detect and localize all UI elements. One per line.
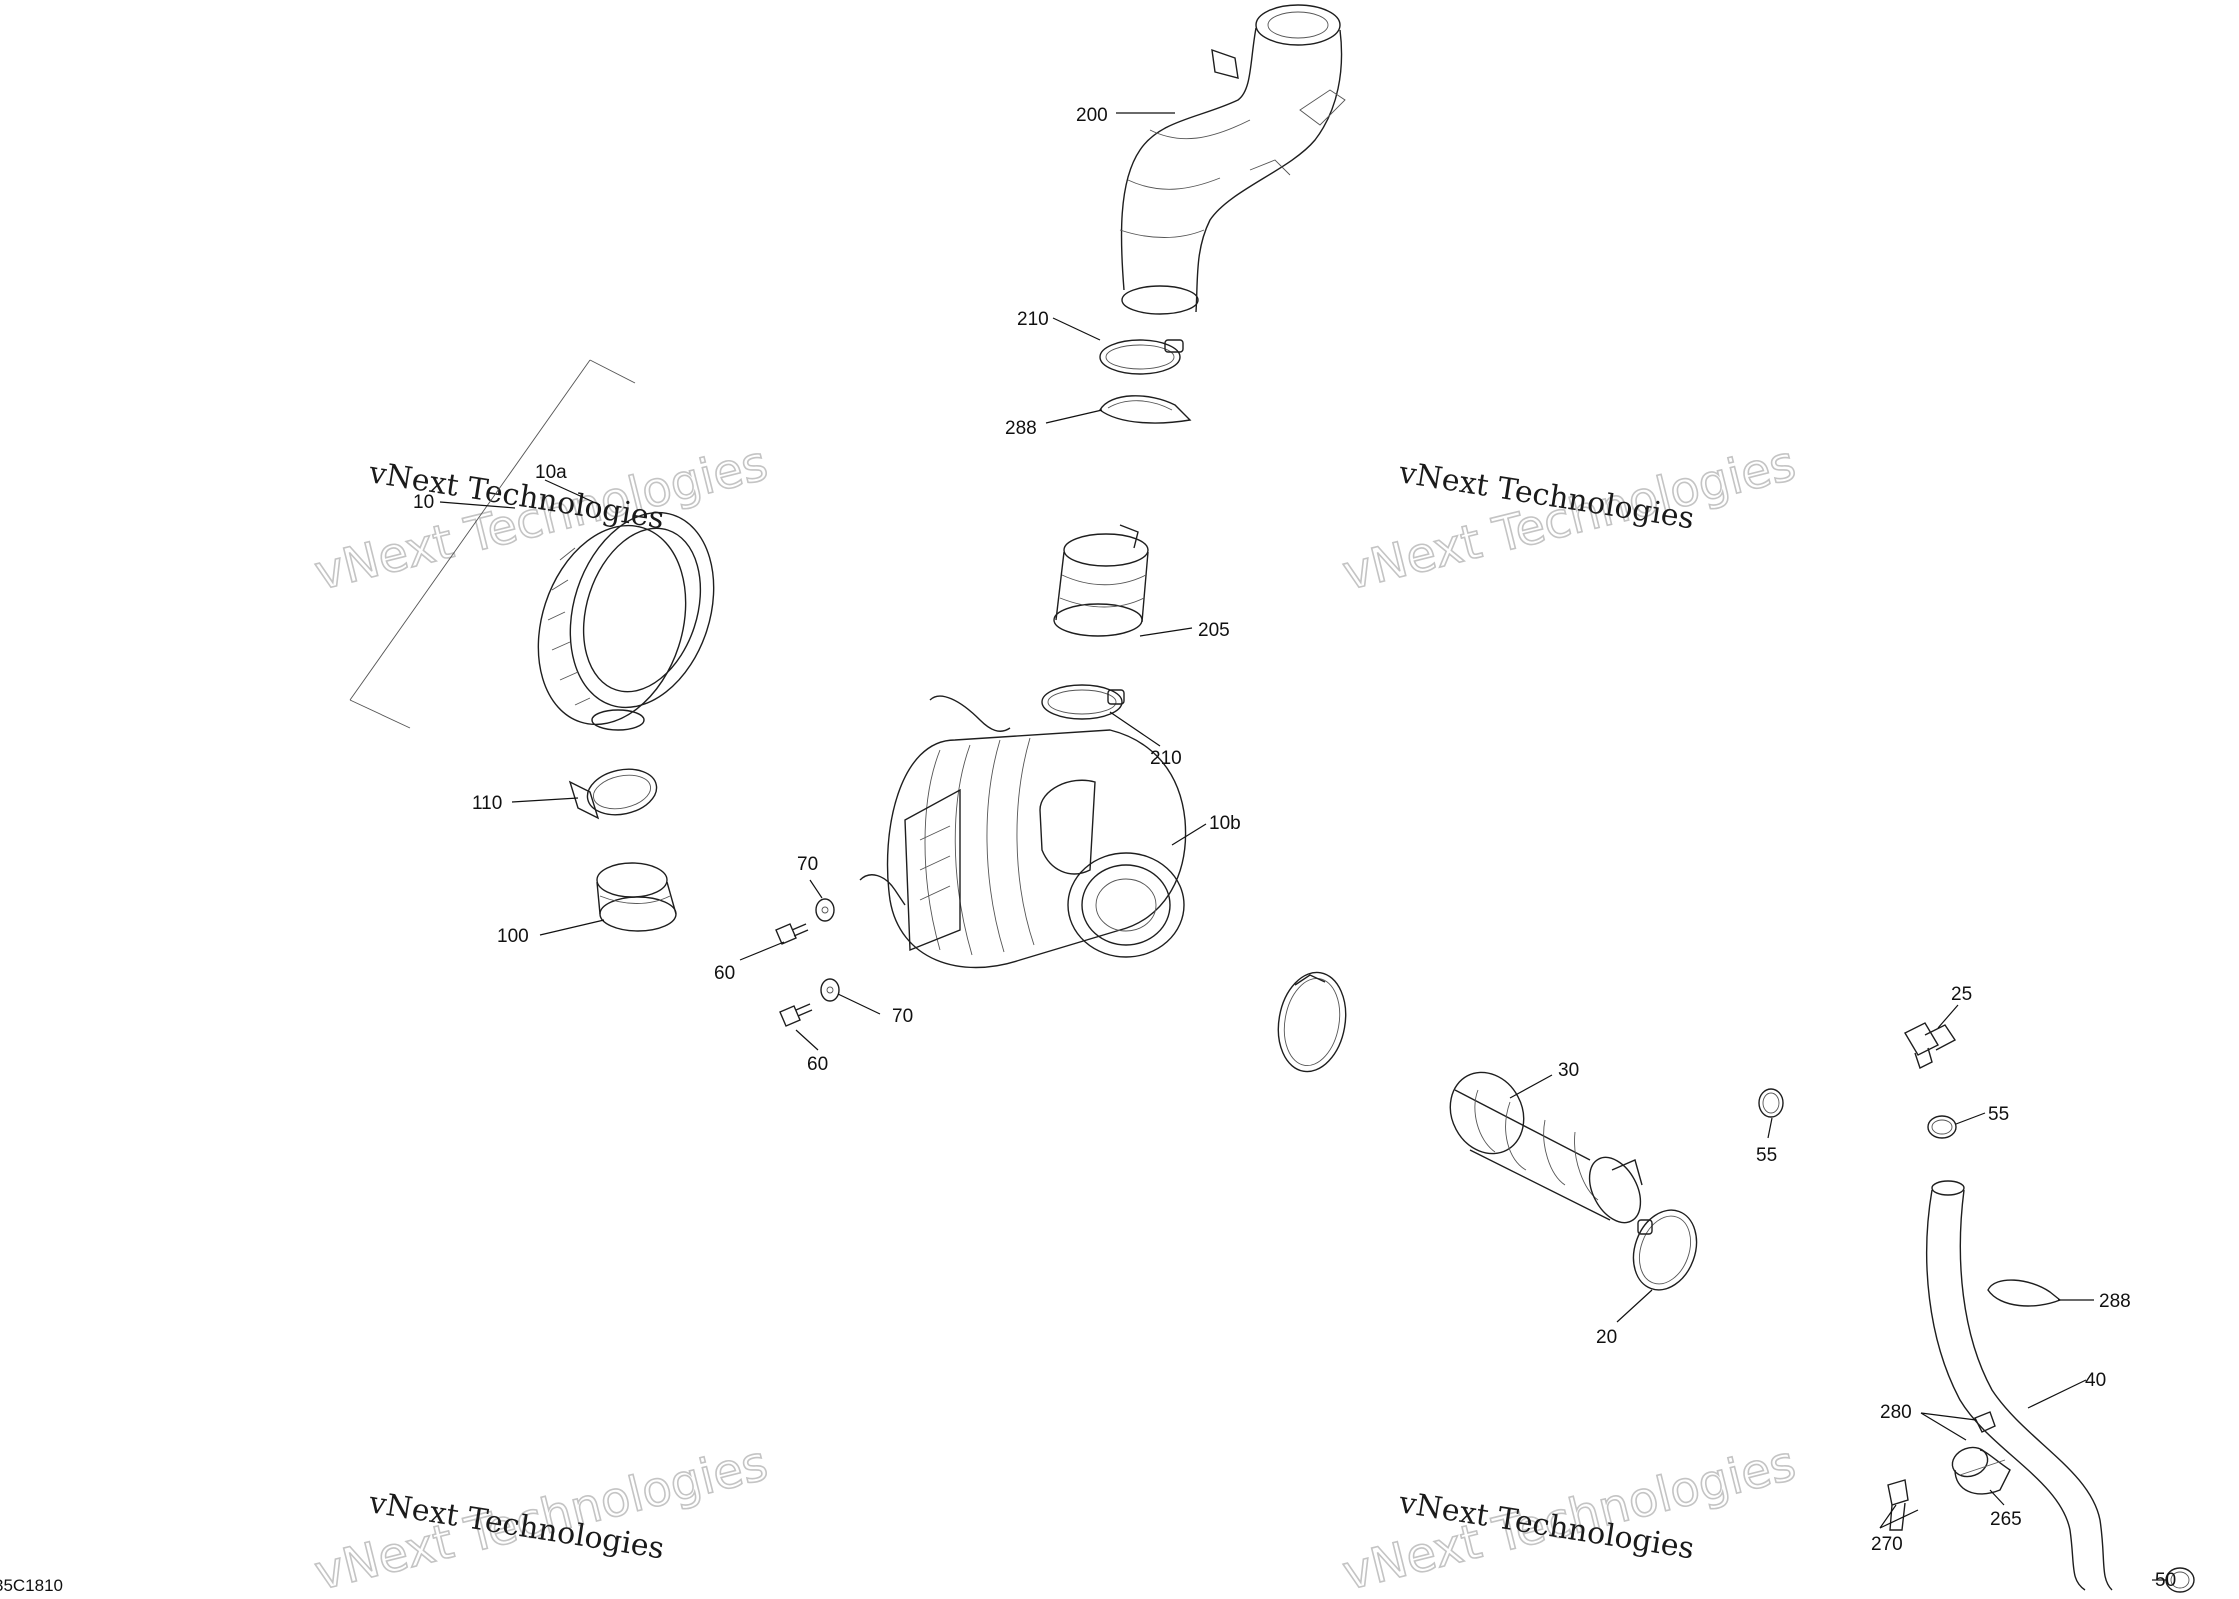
watermark-top-left: vNext Technologies vNext Technologies bbox=[309, 434, 774, 602]
callout-100: 100 bbox=[497, 926, 529, 947]
callout-265: 265 bbox=[1990, 1509, 2022, 1530]
clamp-housing-outlet bbox=[1277, 971, 1347, 1073]
callout-30: 30 bbox=[1558, 1060, 1579, 1081]
callout-40: 40 bbox=[2085, 1370, 2106, 1391]
part-25-fitting bbox=[1904, 1022, 1957, 1069]
part-210-clamp-upper bbox=[1099, 339, 1184, 375]
watermark-bottom-left: vNext Technologies vNext Technologies bbox=[309, 1434, 774, 1599]
callout-280: 280 bbox=[1880, 1402, 1912, 1423]
leader-lines bbox=[439, 112, 2167, 1581]
callout-210: 210 bbox=[1150, 748, 1182, 769]
part-20-clamp bbox=[1632, 1209, 1698, 1291]
callout-110: 110 bbox=[472, 793, 502, 814]
part-110-clamp bbox=[568, 768, 658, 820]
callout-20: 20 bbox=[1596, 1327, 1617, 1348]
callout-60: 60 bbox=[807, 1054, 828, 1075]
part-55-clamp-right bbox=[1927, 1115, 1957, 1139]
callout-288: 288 bbox=[2099, 1291, 2131, 1312]
part-100-sleeve bbox=[596, 862, 677, 932]
callout-288: 288 bbox=[1005, 418, 1037, 439]
callout-labels: 200 210 288 10a 10 205 210 110 10b 70 10… bbox=[413, 105, 2176, 1591]
part-280-clip bbox=[1974, 1411, 1996, 1433]
callout-25: 25 bbox=[1951, 984, 1972, 1005]
part-40-hose bbox=[1926, 1180, 2113, 1591]
part-288-seal-upper bbox=[1099, 395, 1192, 424]
callout-205: 205 bbox=[1198, 620, 1230, 641]
part-200-intake-duct bbox=[1119, 4, 1346, 315]
callout-10: 10 bbox=[413, 492, 434, 513]
callout-200: 200 bbox=[1076, 105, 1108, 126]
callout-60: 60 bbox=[714, 963, 735, 984]
part-10-filter-cover bbox=[349, 359, 715, 731]
part-210-clamp-middle bbox=[1041, 684, 1125, 720]
part-10b-air-filter-housing bbox=[859, 695, 1187, 969]
part-205-adapter-boot bbox=[1053, 524, 1149, 637]
part-55-clamp-left bbox=[1758, 1088, 1784, 1118]
callout-10a: 10a bbox=[535, 462, 567, 483]
callout-55: 55 bbox=[1988, 1104, 2009, 1125]
part-288-clamp-lower bbox=[1987, 1279, 2062, 1307]
callout-70: 70 bbox=[797, 854, 818, 875]
part-60-bolt-lower bbox=[779, 1003, 813, 1027]
watermark-top-right: vNext Technologies vNext Technologies bbox=[1337, 434, 1802, 602]
callout-270: 270 bbox=[1871, 1534, 1903, 1555]
part-30-outlet-boot bbox=[1449, 1071, 1643, 1224]
callout-55: 55 bbox=[1756, 1145, 1777, 1166]
part-265-elbow bbox=[1951, 1446, 2011, 1495]
part-70-washer-upper bbox=[815, 898, 835, 922]
callout-50: 50 bbox=[2155, 1570, 2176, 1591]
callout-10b: 10b bbox=[1209, 813, 1241, 834]
callout-70: 70 bbox=[892, 1006, 913, 1027]
part-60-bolt-upper bbox=[775, 923, 809, 945]
footer-drawing-code: 35C1810 bbox=[0, 1576, 63, 1594]
part-70-washer-lower bbox=[820, 978, 840, 1002]
watermark-bottom-right: vNext Technologies vNext Technologies bbox=[1337, 1434, 1802, 1599]
callout-210: 210 bbox=[1017, 309, 1049, 330]
